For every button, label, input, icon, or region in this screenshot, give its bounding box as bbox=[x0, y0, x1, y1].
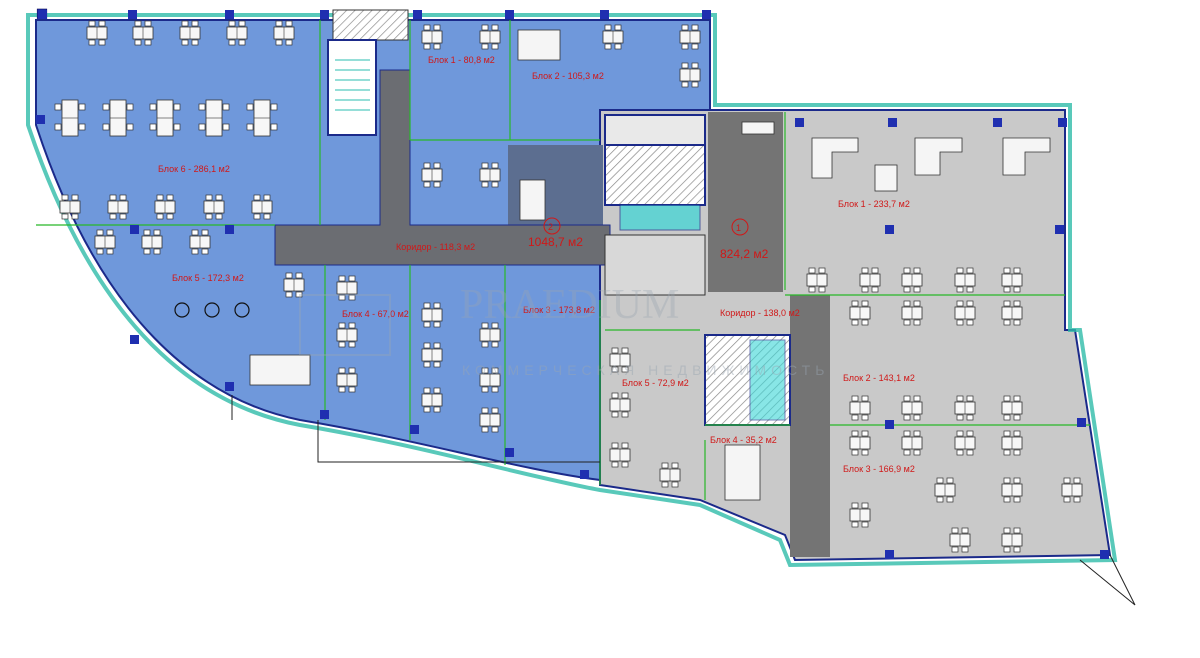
room-labels: Блок 6 - 286,1 м2 Блок 5 - 172,3 м2 Блок… bbox=[158, 55, 915, 474]
site-lines bbox=[231, 395, 1136, 606]
label-left-block2: Блок 2 - 105,3 м2 bbox=[532, 71, 604, 81]
label-left-block3: Блок 3 - 173,8 м2 bbox=[523, 305, 595, 315]
stair-steps bbox=[335, 59, 370, 111]
zone-left-id: 2 bbox=[548, 222, 553, 232]
zone-right-marker: 1 824,2 м2 bbox=[720, 218, 769, 261]
label-right-block5: Блок 5 - 72,9 м2 bbox=[622, 378, 689, 388]
stair-landing bbox=[327, 39, 377, 136]
watermark-tagline: КОММЕРЧЕСКАЯ НЕДВИЖИМОСТЬ bbox=[462, 362, 829, 378]
label-left-block5: Блок 5 - 172,3 м2 bbox=[172, 273, 244, 283]
label-right-block1: Блок 1 - 233,7 м2 bbox=[838, 199, 910, 209]
label-right-block4: Блок 4 - 35,2 м2 bbox=[710, 435, 777, 445]
core-wc-right bbox=[604, 234, 706, 296]
label-left-block6: Блок 6 - 286,1 м2 bbox=[158, 164, 230, 174]
label-left-block1: Блок 1 - 80,8 м2 bbox=[428, 55, 495, 65]
round-tables bbox=[174, 302, 250, 318]
watermark-brand: PRAEDIUM bbox=[460, 282, 679, 328]
partitions bbox=[36, 20, 1090, 500]
label-left-block4: Блок 4 - 67,0 м2 bbox=[342, 309, 409, 319]
label-right-block3: Блок 3 - 166,9 м2 bbox=[843, 464, 915, 474]
manager-desks bbox=[249, 29, 1051, 501]
right-service-strip bbox=[708, 112, 783, 292]
zone-right-area: 824,2 м2 bbox=[720, 247, 769, 261]
core-rooms bbox=[604, 114, 706, 146]
stairwell-top bbox=[332, 9, 409, 41]
right-corridor-strip bbox=[790, 295, 830, 557]
watermark: PRAEDIUM КОММЕРЧЕСКАЯ НЕДВИЖИМОСТЬ bbox=[299, 282, 829, 378]
core-lift bbox=[619, 204, 701, 231]
core-lift-2 bbox=[749, 339, 786, 421]
zone-right-id: 1 bbox=[736, 223, 741, 233]
zone-left-area: 1048,7 м2 bbox=[528, 235, 583, 249]
label-right-block2: Блок 2 - 143,1 м2 bbox=[843, 373, 915, 383]
column-markers bbox=[36, 10, 1109, 559]
zone-left-marker: 2 1048,7 м2 bbox=[528, 217, 583, 249]
label-right-corridor: Коридор - 138,0 м2 bbox=[720, 308, 800, 318]
core-shaft-1 bbox=[604, 144, 706, 206]
facade-frame bbox=[26, 13, 1118, 568]
label-left-corridor: Коридор - 118,3 м2 bbox=[396, 242, 475, 252]
